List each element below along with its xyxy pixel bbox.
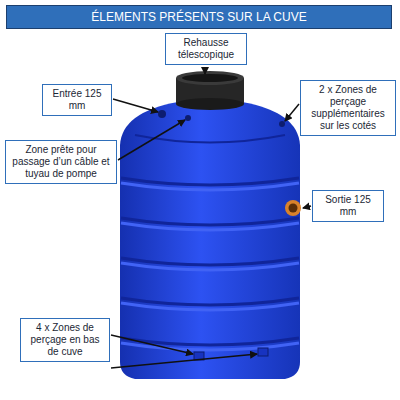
callout-text: 4 x Zones de perçage en bas de cuve (25, 322, 105, 358)
title-band: ÉLEMENTS PRÉSENTS SUR LA CUVE (6, 5, 392, 29)
callout-text: 2 x Zones de perçage supplémentaires sur… (305, 84, 391, 132)
callout-text: Zone prête pour passage d’un câble et tu… (10, 144, 112, 180)
title-text: ÉLEMENTS PRÉSENTS SUR LA CUVE (13, 10, 385, 24)
callout-text: Rehausse télescopique (170, 37, 242, 61)
callout-box: Zone prête pour passage d’un câble et tu… (5, 140, 117, 184)
callout-box: 4 x Zones de perçage en bas de cuve (20, 318, 110, 362)
callout-box: Entrée 125 mm (42, 84, 112, 116)
callout-box: 2 x Zones de perçage supplémentaires sur… (300, 80, 396, 136)
callout-text: Entrée 125 mm (47, 88, 107, 112)
callout-box: Rehausse télescopique (165, 33, 247, 65)
callout-box: Sortie 125 mm (312, 190, 384, 222)
callout-text: Sortie 125 mm (317, 194, 379, 218)
